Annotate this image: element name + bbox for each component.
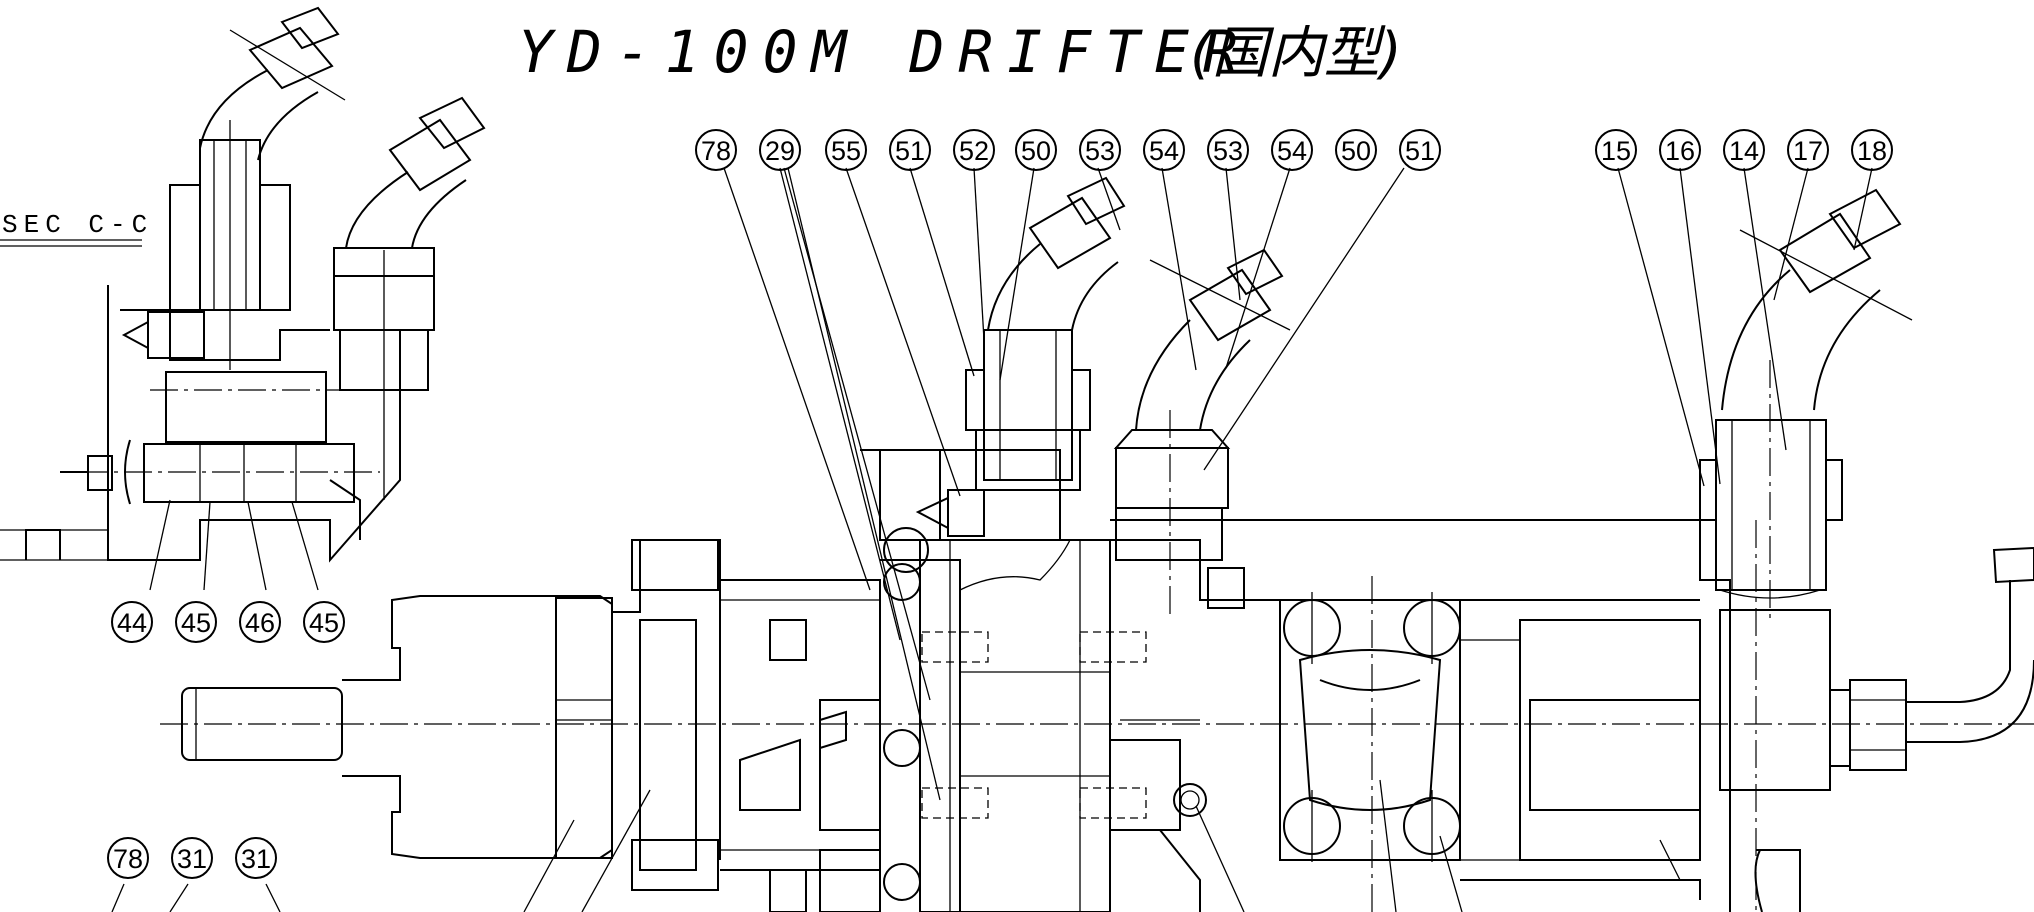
callout-54b: 54: [1271, 129, 1313, 171]
svg-text:18: 18: [1857, 136, 1887, 166]
callout-45: 45: [175, 601, 217, 643]
callout-52: 52: [953, 129, 995, 171]
svg-text:78: 78: [701, 136, 731, 166]
callout-row-top: 78 29 55 51 52 50 53 54 53 54 50 51: [695, 129, 1441, 171]
callout-51b: 51: [1399, 129, 1441, 171]
callout-17: 17: [1787, 129, 1829, 171]
callout-46: 46: [239, 601, 281, 643]
svg-text:45: 45: [309, 608, 339, 638]
callout-29: 29: [759, 129, 801, 171]
svg-text:17: 17: [1793, 136, 1823, 166]
callout-row-lower-left: 78 31 31: [107, 837, 277, 879]
section-view-c-c: [0, 6, 486, 563]
callout-44: 44: [111, 601, 153, 643]
svg-text:53: 53: [1213, 136, 1243, 166]
svg-text:50: 50: [1341, 136, 1371, 166]
callout-row-top-right: 15 16 14 17 18: [1595, 129, 1893, 171]
callout-16: 16: [1659, 129, 1701, 171]
svg-text:45: 45: [181, 608, 211, 638]
svg-text:54: 54: [1277, 136, 1307, 166]
leader-lines: [111, 167, 1873, 912]
svg-text:51: 51: [1405, 136, 1435, 166]
drawing-title: YD-100M DRIFTER: [518, 18, 1252, 86]
callout-45b: 45: [303, 601, 345, 643]
svg-text:16: 16: [1665, 136, 1695, 166]
callout-51: 51: [889, 129, 931, 171]
svg-text:55: 55: [831, 136, 861, 166]
callout-18: 18: [1851, 129, 1893, 171]
svg-text:29: 29: [765, 136, 795, 166]
svg-text:50: 50: [1021, 136, 1051, 166]
callout-14: 14: [1723, 129, 1765, 171]
svg-text:31: 31: [177, 844, 207, 874]
svg-text:54: 54: [1149, 136, 1179, 166]
drawing-subtitle: (国内型): [1190, 21, 1402, 86]
svg-text:44: 44: [117, 608, 147, 638]
section-label: SEC C-C: [0, 210, 153, 247]
fitting-front: [965, 176, 1126, 491]
callout-row-section: 44 45 46 45: [111, 601, 345, 643]
svg-text:51: 51: [895, 136, 925, 166]
svg-text:31: 31: [241, 844, 271, 874]
svg-text:15: 15: [1601, 136, 1631, 166]
callout-31b: 31: [235, 837, 277, 879]
callout-55: 55: [825, 129, 867, 171]
callout-78-lower: 78: [107, 837, 149, 879]
callout-50b: 50: [1335, 129, 1377, 171]
callout-78: 78: [695, 129, 737, 171]
fitting-rear: [1699, 188, 1913, 620]
callout-15: 15: [1595, 129, 1637, 171]
svg-text:78: 78: [113, 844, 143, 874]
svg-text:14: 14: [1729, 136, 1759, 166]
fitting-middle: [1113, 248, 1291, 620]
svg-text:46: 46: [245, 608, 275, 638]
section-label-text: SEC C-C: [2, 210, 153, 240]
callout-54: 54: [1143, 129, 1185, 171]
callout-50: 50: [1015, 129, 1057, 171]
callout-31: 31: [171, 837, 213, 879]
svg-text:53: 53: [1085, 136, 1115, 166]
svg-text:52: 52: [959, 136, 989, 166]
drifter-side-view: [160, 449, 2034, 912]
callout-53: 53: [1079, 129, 1121, 171]
callout-53b: 53: [1207, 129, 1249, 171]
